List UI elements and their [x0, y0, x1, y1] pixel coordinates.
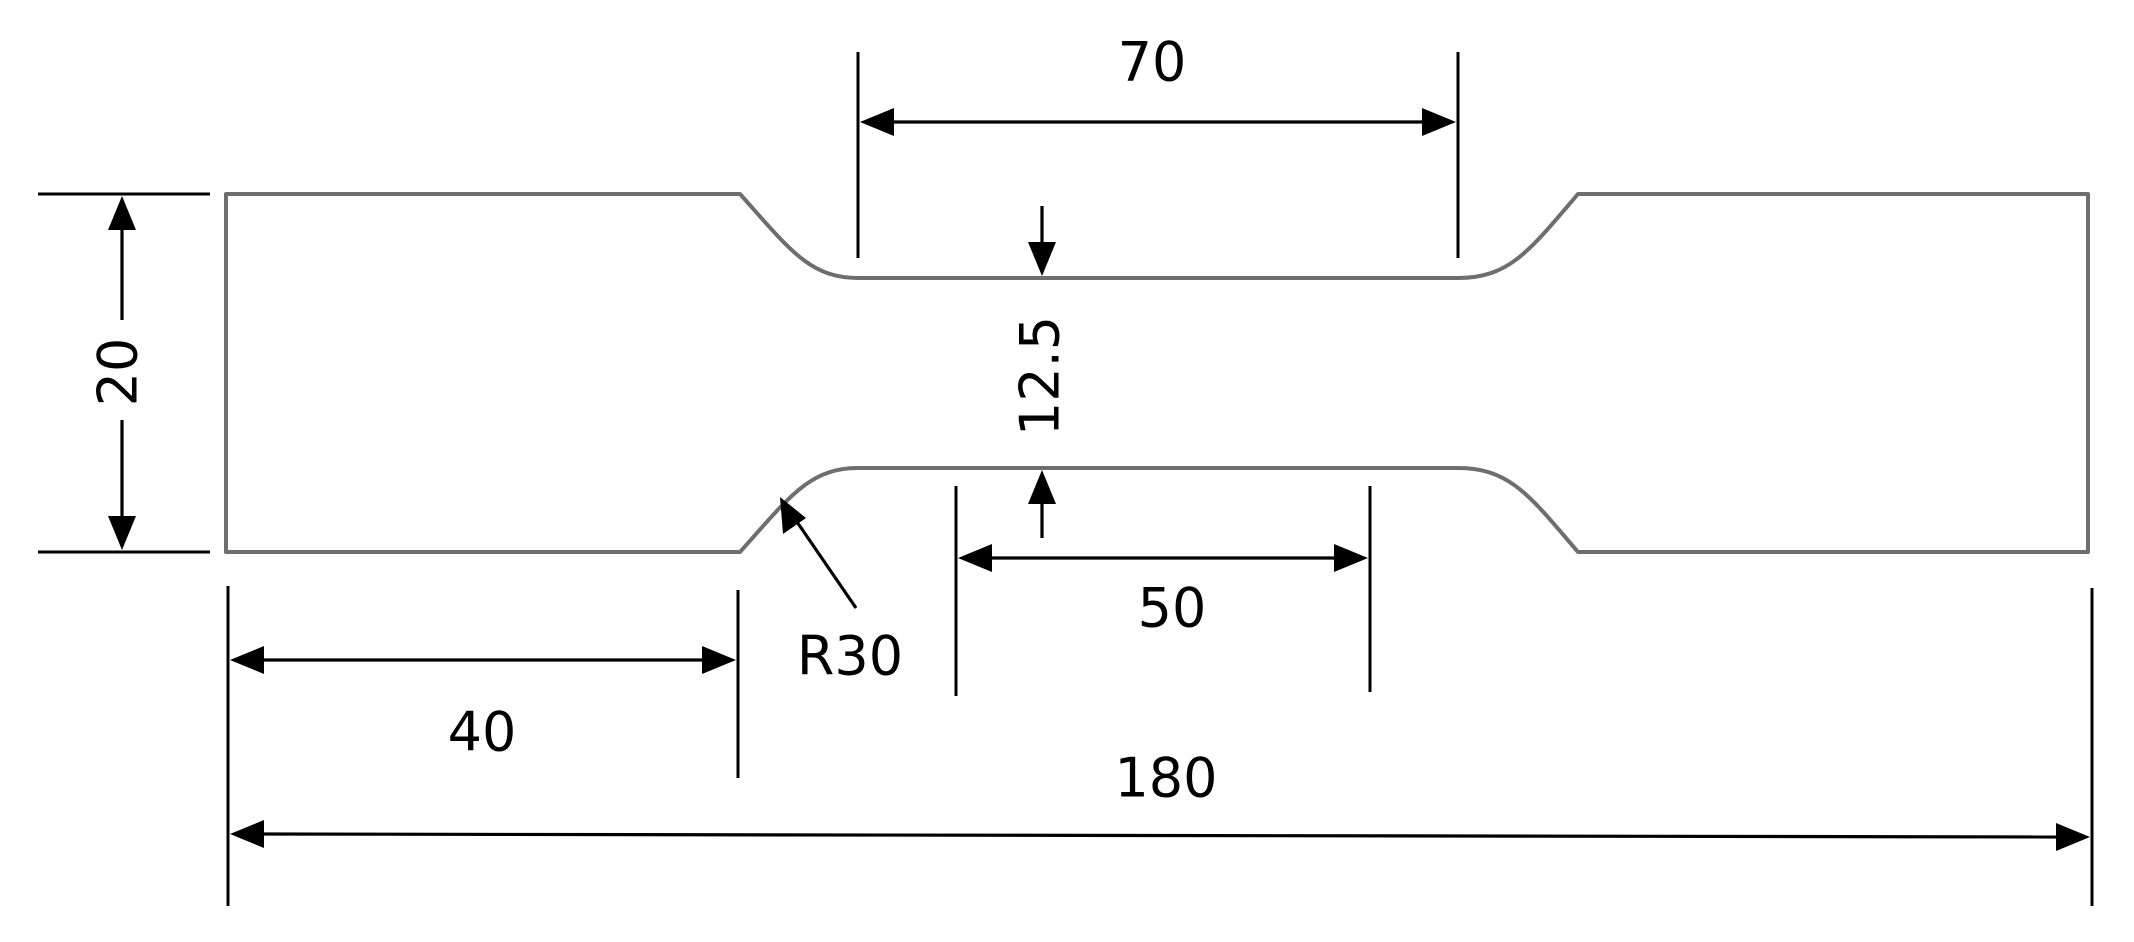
- length-180-arrow-left: [230, 820, 264, 848]
- length-180-arrow-right: [2056, 823, 2090, 851]
- specimen-outline: [224, 192, 2090, 554]
- radius-r30-arrow: [780, 497, 806, 534]
- radius-r30-label: R30: [797, 625, 903, 688]
- length-70-arrow-left: [860, 108, 894, 136]
- length-70-arrow-right: [1422, 108, 1456, 136]
- length-50-label: 50: [1138, 577, 1207, 640]
- width-20-label: 20: [87, 338, 150, 407]
- width-12-5-arrow-top: [1028, 242, 1056, 276]
- length-180-dim-line: [253, 832, 2065, 839]
- radius-r30-leader: [793, 518, 858, 609]
- width-12-5-label: 12.5: [1009, 316, 1072, 436]
- width-12-5-arrow-bottom: [1028, 470, 1056, 504]
- length-50-arrow-right: [1334, 544, 1368, 572]
- width-20-arrow-bottom: [108, 516, 136, 550]
- length-40-arrow-left: [230, 646, 264, 674]
- length-50-arrow-left: [958, 544, 992, 572]
- length-40-arrow-right: [702, 646, 736, 674]
- length-180-label: 180: [1114, 747, 1217, 810]
- length-40-label: 40: [448, 701, 517, 764]
- length-70-label: 70: [1118, 31, 1187, 94]
- width-20-arrow-top: [108, 196, 136, 230]
